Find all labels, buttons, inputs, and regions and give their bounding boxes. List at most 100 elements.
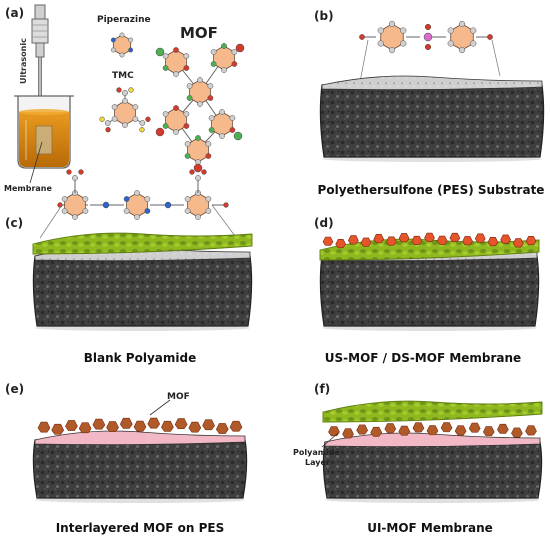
atom: [201, 169, 207, 175]
panel-e: (e) MOF Interlayered MOF on PES: [5, 382, 248, 535]
polyamide-layer: [32, 232, 253, 255]
atom: [229, 115, 236, 121]
panel-e-mof-label: MOF: [167, 392, 190, 402]
panel-b-title: Polyethersulfone (PES) Substrate: [318, 183, 545, 197]
atom: [134, 190, 140, 196]
mof-crystal: [386, 236, 397, 246]
substrate-shadow: [35, 497, 245, 503]
atom: [221, 43, 227, 49]
mof-crystal: [342, 428, 354, 439]
benzene-ring: [380, 23, 404, 51]
atom: [184, 196, 191, 202]
mof-crystal: [78, 422, 92, 434]
atom: [82, 208, 89, 214]
polyamide-layer: [322, 400, 543, 423]
atom: [210, 61, 217, 67]
panel-b: (b) Polyethersulfone (PES) Substrate: [314, 9, 544, 197]
atom: [424, 23, 432, 31]
substrate-shadow: [322, 156, 542, 162]
atom: [155, 127, 165, 137]
pes-substrate-block: [319, 75, 545, 162]
atom: [205, 153, 212, 159]
atom: [110, 47, 116, 53]
mof-crystal: [449, 232, 461, 242]
mof-crystal: [215, 423, 229, 434]
mof-crystal: [360, 237, 372, 247]
atom: [195, 175, 201, 181]
atom: [219, 133, 225, 139]
mof-crystal: [497, 423, 509, 434]
atom: [128, 47, 134, 53]
mof-crystal: [119, 417, 133, 429]
panel-f-title: UI-MOF Membrane: [367, 521, 493, 535]
atom: [207, 95, 214, 101]
polyamide-layer: [319, 238, 540, 261]
atom: [162, 53, 169, 59]
atom: [164, 201, 172, 209]
atom: [132, 116, 139, 122]
atom: [184, 208, 191, 214]
atom: [197, 77, 203, 83]
substrate-body: [32, 255, 253, 327]
atom: [173, 47, 179, 53]
panel-a: (a) Ultrasonic Membrane Piperazine MOF T…: [4, 4, 245, 193]
atom: [122, 98, 128, 104]
mof-crystal: [525, 235, 537, 246]
atom: [61, 196, 68, 202]
atom: [134, 214, 140, 220]
atom: [377, 27, 384, 34]
mof-crystal: [161, 420, 174, 432]
panel-c-letter: (c): [5, 216, 23, 230]
ui-mof-membrane-block: [322, 400, 543, 503]
atom: [235, 43, 245, 53]
beaker-icon: [14, 95, 74, 169]
substrate-top: [34, 430, 246, 446]
atom: [231, 61, 238, 67]
atom: [205, 208, 212, 214]
atom: [122, 90, 128, 96]
atom: [233, 131, 243, 141]
atom: [111, 116, 118, 122]
mof-crystal: [454, 425, 467, 436]
atom: [132, 104, 139, 110]
mof-crystal: [424, 232, 435, 242]
benzene-ring: [112, 34, 132, 56]
ultrasonic-probe-icon: [31, 4, 49, 128]
atom: [99, 116, 105, 122]
substrate-shadow: [322, 325, 537, 331]
atom: [184, 141, 191, 147]
atom: [102, 201, 110, 209]
benzene-ring: [213, 45, 235, 71]
atom: [145, 116, 151, 122]
atom: [207, 83, 214, 89]
atom: [72, 214, 78, 220]
substrate-body: [32, 439, 248, 499]
panel-e-title: Interlayered MOF on PES: [56, 521, 225, 535]
mof-crystal: [202, 419, 215, 431]
atom: [183, 111, 190, 117]
atom: [208, 127, 215, 133]
mof-crystal: [373, 234, 385, 244]
atom: [128, 37, 134, 43]
polyamide-label-line1: Polyamide: [293, 448, 341, 457]
benzene-ring: [126, 192, 148, 218]
atom: [193, 163, 203, 173]
atom: [116, 87, 122, 93]
mof-crystal: [398, 233, 410, 243]
mof-crystal: [384, 423, 397, 434]
atom: [105, 127, 111, 133]
atom: [119, 52, 125, 58]
atom: [66, 169, 72, 175]
atom: [128, 87, 134, 93]
mof-crystal: [92, 418, 106, 430]
mof-crystal: [462, 236, 473, 246]
panel-b-letter: (b): [314, 9, 334, 23]
atom: [470, 27, 477, 34]
atom: [183, 53, 190, 59]
atom: [223, 202, 229, 208]
atom: [210, 49, 217, 55]
atom: [195, 135, 201, 141]
blank-polyamide-block: [32, 232, 253, 331]
